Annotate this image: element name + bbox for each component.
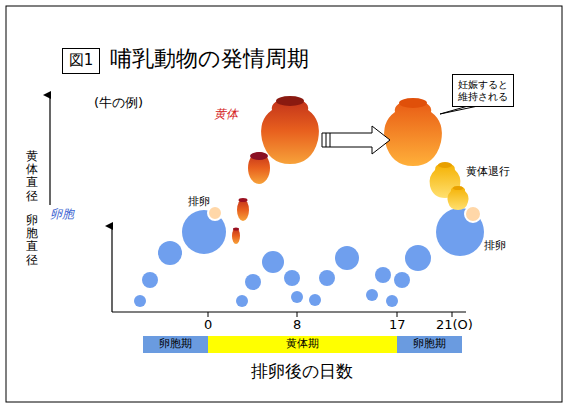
axis-label: 21(O) bbox=[436, 318, 473, 333]
annotation: 排卵 bbox=[188, 196, 210, 209]
follicles bbox=[134, 208, 484, 307]
callout-pointer bbox=[440, 106, 478, 114]
node-text: 卵胞期 bbox=[413, 338, 446, 351]
node-text: 図1 bbox=[69, 52, 94, 69]
day-axis bbox=[112, 311, 466, 312]
axis-label: 排卵後の日数 bbox=[251, 362, 353, 382]
frame bbox=[6, 6, 562, 402]
transition-arrow bbox=[322, 126, 390, 154]
figure-number-box: 図1 bbox=[62, 48, 100, 74]
axis-title: 卵胞直径 bbox=[26, 214, 38, 267]
luteum-axis bbox=[49, 95, 50, 205]
ticks bbox=[208, 312, 452, 317]
axis-label: 17 bbox=[389, 318, 406, 333]
phase-band: 卵胞期 bbox=[397, 336, 462, 353]
callout-box: 妊娠すると 維持される bbox=[452, 74, 514, 107]
annotation: 排卵 bbox=[484, 240, 506, 253]
annotation: 卵胞 bbox=[50, 208, 74, 222]
axis-label: 0 bbox=[204, 318, 212, 333]
node-text: 卵胞期 bbox=[159, 338, 192, 351]
corpus-luteum bbox=[232, 96, 469, 244]
annotation: 黄体 bbox=[214, 108, 238, 122]
axis-title: 黄体直径 bbox=[26, 150, 38, 203]
axis-label: 8 bbox=[293, 318, 301, 333]
phase-band: 卵胞期 bbox=[143, 336, 208, 353]
node-text: 妊娠すると 維持される bbox=[456, 79, 510, 102]
phase-band: 黄体期 bbox=[208, 336, 397, 353]
annotation: (牛の例) bbox=[94, 96, 143, 111]
follicle-axis bbox=[111, 226, 112, 312]
ovulation-dots bbox=[208, 206, 481, 222]
node-text: 黄体期 bbox=[286, 338, 319, 351]
annotation: 黄体退行 bbox=[466, 166, 510, 179]
diagram-title: 哺乳動物の発情周期 bbox=[110, 46, 309, 71]
